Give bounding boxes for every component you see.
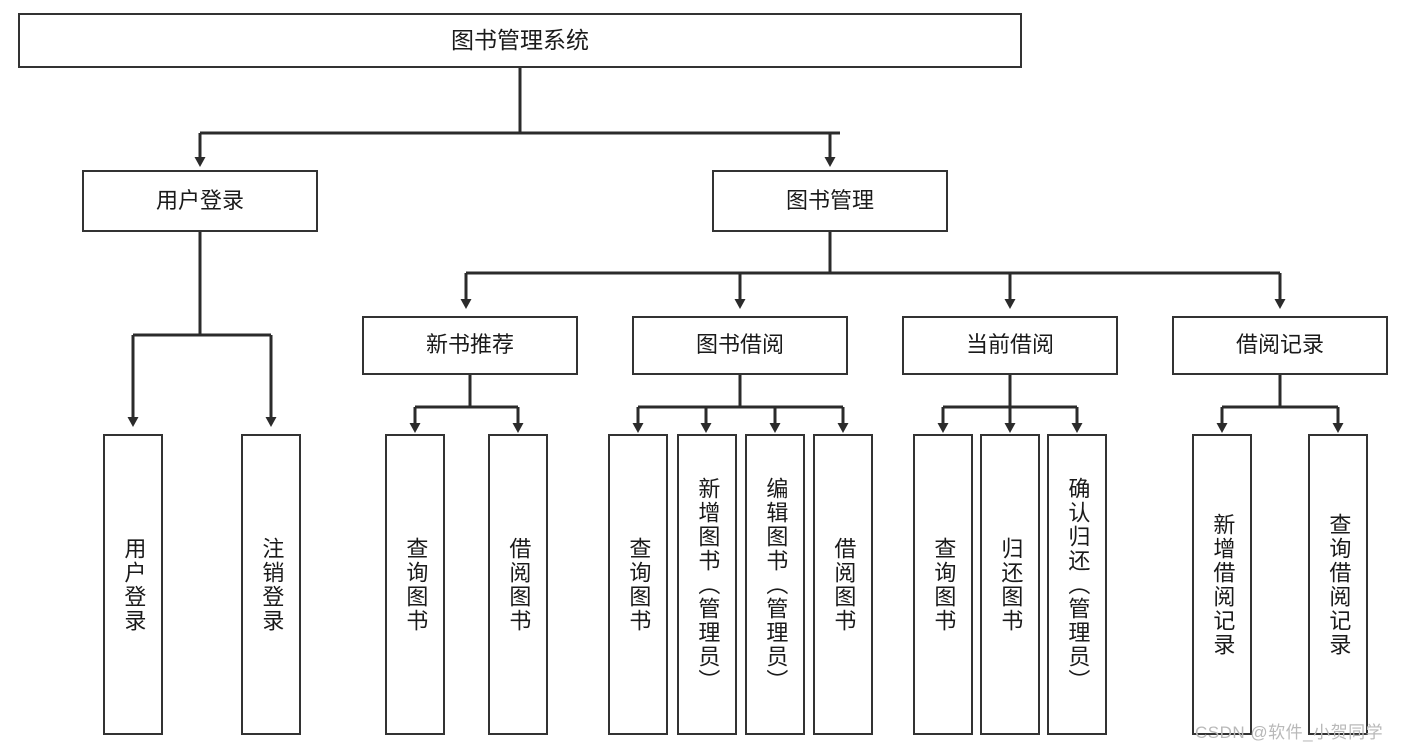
leaf-label: 用户登录 <box>121 536 147 633</box>
node-current-borrow[interactable]: 当前借阅 <box>902 316 1118 375</box>
leaf-label: 归还图书 <box>998 536 1024 633</box>
node-label: 借阅记录 <box>1235 332 1324 358</box>
node-label: 新书推荐 <box>425 332 514 358</box>
leaf-new-book-borrow-book[interactable]: 借阅图书 <box>488 434 548 735</box>
node-root-book-management-system[interactable]: 图书管理系统 <box>18 13 1022 68</box>
node-new-book-recommend[interactable]: 新书推荐 <box>362 316 578 375</box>
leaf-label: 新增借阅记录 <box>1210 512 1236 657</box>
node-book-management[interactable]: 图书管理 <box>712 170 948 232</box>
leaf-current-borrow-query-book[interactable]: 查询图书 <box>913 434 973 735</box>
leaf-book-borrow-query-book[interactable]: 查询图书 <box>608 434 668 735</box>
leaf-label: 注销登录 <box>259 536 285 633</box>
leaf-label: 借阅图书 <box>831 536 857 633</box>
node-label: 图书借阅 <box>695 332 784 358</box>
leaf-label: 编辑图书（管理员） <box>763 476 789 693</box>
leaf-label: 借阅图书 <box>506 536 532 633</box>
node-label: 当前借阅 <box>965 332 1054 358</box>
leaf-label: 新增图书（管理员） <box>695 476 721 693</box>
leaf-current-borrow-return-book[interactable]: 归还图书 <box>980 434 1040 735</box>
leaf-label: 确认归还（管理员） <box>1065 476 1091 693</box>
leaf-borrow-record-query-record[interactable]: 查询借阅记录 <box>1308 434 1368 735</box>
leaf-user-login-logout[interactable]: 注销登录 <box>241 434 301 735</box>
leaf-borrow-record-add-record[interactable]: 新增借阅记录 <box>1192 434 1252 735</box>
leaf-book-borrow-edit-book-admin[interactable]: 编辑图书（管理员） <box>745 434 805 735</box>
leaf-current-borrow-confirm-return-admin[interactable]: 确认归还（管理员） <box>1047 434 1107 735</box>
node-borrow-record[interactable]: 借阅记录 <box>1172 316 1388 375</box>
leaf-label: 查询图书 <box>626 536 652 633</box>
leaf-book-borrow-add-book-admin[interactable]: 新增图书（管理员） <box>677 434 737 735</box>
node-user-login[interactable]: 用户登录 <box>82 170 318 232</box>
leaf-label: 查询图书 <box>931 536 957 633</box>
watermark-text: CSDN @软件_小贺同学 <box>1195 723 1384 742</box>
leaf-book-borrow-borrow-book[interactable]: 借阅图书 <box>813 434 873 735</box>
node-label: 图书管理系统 <box>451 26 589 53</box>
leaf-label: 查询借阅记录 <box>1326 512 1352 657</box>
leaf-new-book-query-book[interactable]: 查询图书 <box>385 434 445 735</box>
leaf-label: 查询图书 <box>403 536 429 633</box>
node-book-borrow[interactable]: 图书借阅 <box>632 316 848 375</box>
leaf-user-login-login[interactable]: 用户登录 <box>103 434 163 735</box>
node-label: 图书管理 <box>785 187 874 213</box>
node-label: 用户登录 <box>155 187 244 213</box>
